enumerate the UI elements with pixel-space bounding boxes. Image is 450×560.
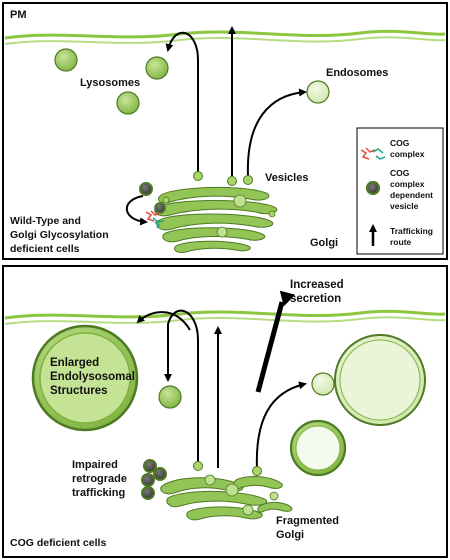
plasma-membrane-bottom-inner [4, 316, 446, 325]
cog-vesicle [139, 182, 153, 196]
trafficking-arrow [136, 311, 191, 331]
impaired-label-line: trafficking [72, 487, 125, 499]
fragmented-golgi [160, 474, 293, 521]
impaired-label-line: Impaired [72, 459, 118, 471]
enlarged-lysosome-lumen [295, 425, 341, 471]
endosomes-label: Endosomes [326, 67, 388, 79]
endosome [311, 372, 335, 396]
trafficking-arrow [255, 381, 307, 471]
legend-cog-vesicle: COG complex dependent vesicle [390, 168, 435, 211]
retrograde-arrow [125, 195, 148, 226]
bottom-cell-label: COG deficient cells [10, 537, 106, 549]
top-cell-label-line: deficient cells [10, 243, 80, 255]
bottom-panel: Enlarged Endolysosomal Structures Increa… [2, 265, 448, 558]
lysosome [145, 56, 169, 80]
secretion-arrow [255, 301, 285, 393]
top-cell-label-line: Golgi Glycosylation [10, 229, 109, 241]
secretion-arrowhead [279, 290, 296, 307]
impaired-label-line: retrograde [72, 473, 127, 485]
fragmented-label-line: Fragmented [276, 515, 339, 527]
enlarged-endolysosome-lumen [39, 332, 131, 424]
lysosome [158, 385, 182, 409]
cog-complex-icon [145, 210, 165, 229]
cog-complex-legend-icon [360, 147, 386, 160]
vesicle [193, 171, 203, 181]
fragmented-label-line: Golgi [276, 529, 304, 541]
top-cell-label-line: Wild-Type and [10, 215, 81, 227]
lysosome [54, 48, 78, 72]
vesicle [252, 466, 262, 476]
cog-vesicle [153, 467, 167, 481]
plasma-membrane-bottom [4, 309, 446, 320]
top-panel: PM Lysosomes Endosomes Vesicles [2, 2, 448, 260]
legend: COG complex COG complex dependent vesicl… [356, 127, 444, 255]
legend-line: dependent [390, 190, 433, 200]
cog-vesicle [143, 459, 157, 473]
trafficking-arrow [246, 88, 307, 177]
trafficking-arrow [165, 31, 199, 172]
plasma-membrane-top [4, 29, 446, 40]
enlarged-label-line: Structures [50, 385, 108, 397]
vesicle [227, 176, 237, 186]
secretion-label-line: secretion [290, 293, 341, 305]
cog-vesicle [154, 202, 166, 214]
golgi-label: Golgi [310, 237, 338, 249]
vesicles-label: Vesicles [265, 172, 308, 184]
enlarged-label-line: Enlarged [50, 357, 99, 369]
enlarged-endosome-lumen [339, 339, 421, 421]
legend-line: complex [390, 179, 425, 189]
legend-line: complex [390, 149, 425, 159]
enlarged-label-line: Endolysosomal [50, 371, 135, 383]
top-cell-label: Wild-Type and Golgi Glycosylation defici… [10, 215, 112, 255]
secretion-label: Increased secretion [290, 279, 347, 305]
lysosomes-label: Lysosomes [80, 77, 140, 89]
fragmented-label: Fragmented Golgi [276, 515, 342, 541]
enlarged-label: Enlarged Endolysosomal Structures [50, 357, 138, 397]
vesicle [243, 175, 253, 185]
legend-line: vesicle [390, 201, 419, 211]
cog-vesicle-legend-icon [365, 180, 381, 196]
plasma-membrane-top-inner [4, 36, 446, 45]
golgi-stack [154, 186, 278, 253]
legend-line: Trafficking [390, 226, 433, 236]
trafficking-arrow [164, 309, 199, 464]
legend-line: COG [390, 138, 410, 148]
legend-line: COG [390, 168, 410, 178]
legend-line: route [390, 237, 412, 247]
endosome [306, 80, 330, 104]
legend-trafficking: Trafficking route [390, 226, 435, 247]
cog-vesicle [141, 473, 155, 487]
legend-cog-complex: COG complex [390, 138, 425, 159]
cog-vesicle [141, 486, 155, 500]
impaired-label: Impaired retrograde trafficking [72, 459, 130, 499]
vesicle [193, 461, 203, 471]
lysosome [116, 91, 140, 115]
pm-label: PM [10, 9, 27, 21]
secretion-label-line: Increased [290, 279, 344, 291]
